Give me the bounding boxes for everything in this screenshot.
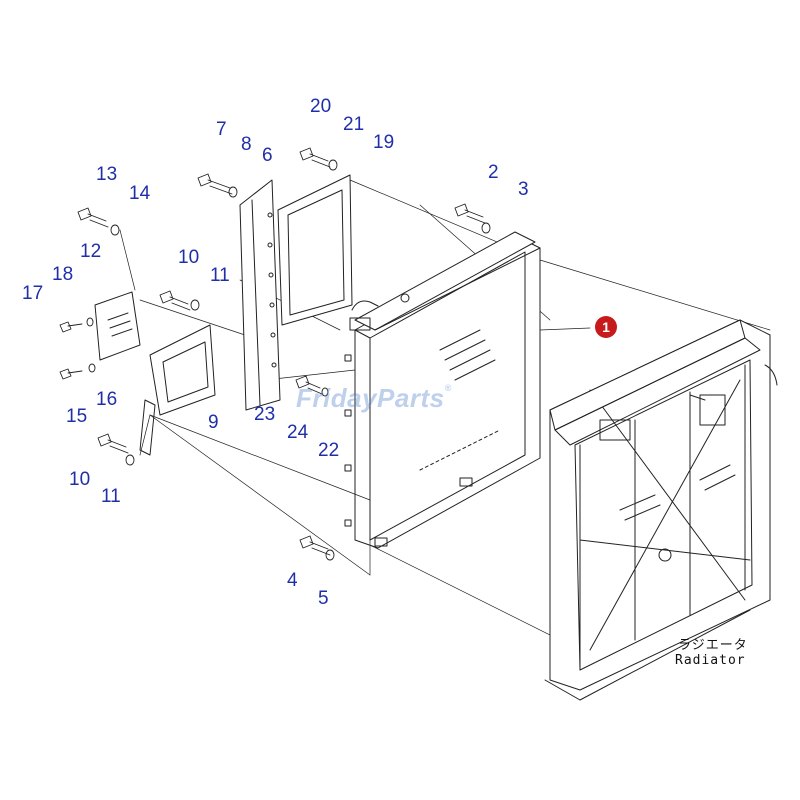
callout-5: 5 xyxy=(318,588,329,609)
callout-21: 21 xyxy=(343,114,365,135)
bolt-icons xyxy=(59,147,486,556)
bracket-6 xyxy=(239,179,281,411)
radiator-core xyxy=(344,231,541,549)
callout-9: 9 xyxy=(208,412,219,433)
gasket-outline xyxy=(139,414,371,576)
callout-3: 3 xyxy=(518,179,529,200)
callout-20: 20 xyxy=(310,96,332,117)
callout-17: 17 xyxy=(22,283,44,304)
plate-12 xyxy=(94,291,141,361)
callout-15: 15 xyxy=(66,406,88,427)
callout-23: 23 xyxy=(254,404,276,425)
callout-22: 22 xyxy=(318,440,340,461)
callout-14: 14 xyxy=(129,183,151,204)
callout-1-marker: 1 xyxy=(595,316,617,338)
callout-24: 24 xyxy=(287,422,309,443)
callout-4: 4 xyxy=(287,570,298,591)
radiator-label-jp: ラジエータ xyxy=(678,638,748,653)
callout-6: 6 xyxy=(262,145,273,166)
callout-10a: 10 xyxy=(178,247,200,268)
callout-2: 2 xyxy=(488,162,499,183)
watermark-registered-mark: ® xyxy=(444,383,452,393)
callout-16: 16 xyxy=(96,389,118,410)
callout-11b: 11 xyxy=(101,486,121,507)
watermark-text: FridayParts xyxy=(296,383,445,413)
radiator-frame xyxy=(544,319,778,701)
fridayparts-watermark: FridayParts® xyxy=(296,383,452,414)
bracket-19 xyxy=(277,174,353,326)
callout-18: 18 xyxy=(52,264,74,285)
callout-7: 7 xyxy=(216,119,227,140)
callout-8: 8 xyxy=(241,134,252,155)
callout-13: 13 xyxy=(96,164,118,185)
washer-icons xyxy=(86,159,491,561)
callout-11a: 11 xyxy=(210,265,230,286)
callout-19: 19 xyxy=(373,132,395,153)
callout-12: 12 xyxy=(80,241,102,262)
radiator-label-en: Radiator xyxy=(675,653,746,668)
callout-10b: 10 xyxy=(69,469,91,490)
plate-9 xyxy=(139,324,216,456)
